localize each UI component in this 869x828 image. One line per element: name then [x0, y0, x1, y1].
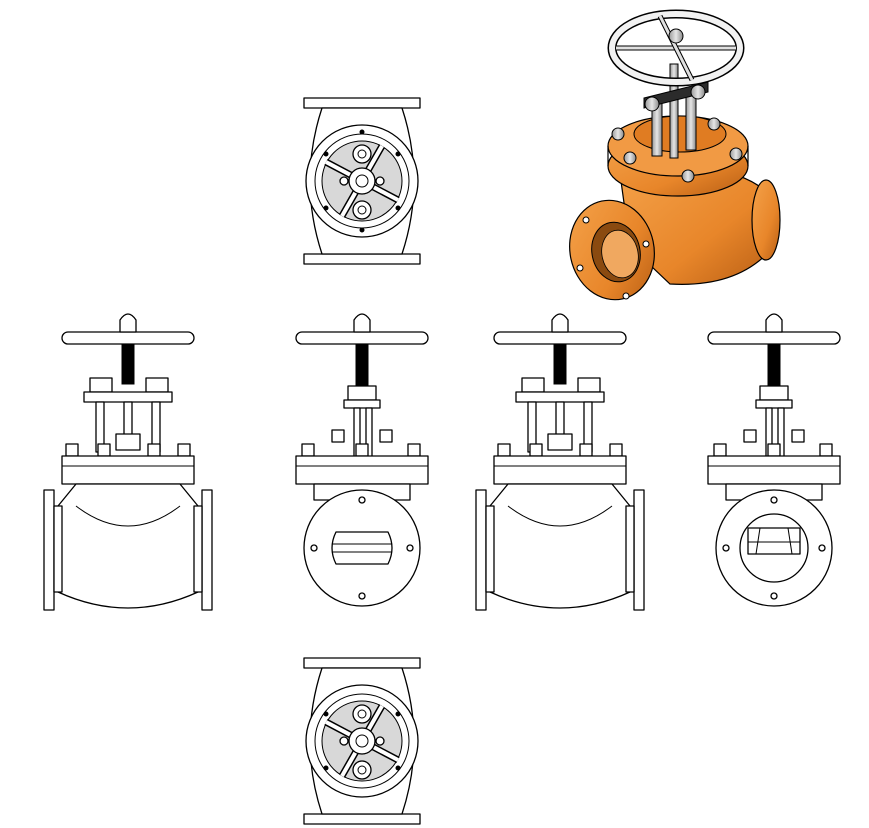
left-view — [40, 306, 216, 612]
front-view — [292, 306, 432, 612]
right-view — [704, 306, 844, 612]
back-view — [472, 306, 648, 612]
isometric-view — [560, 6, 786, 324]
top-view — [292, 94, 432, 268]
bottom-view — [292, 654, 432, 828]
